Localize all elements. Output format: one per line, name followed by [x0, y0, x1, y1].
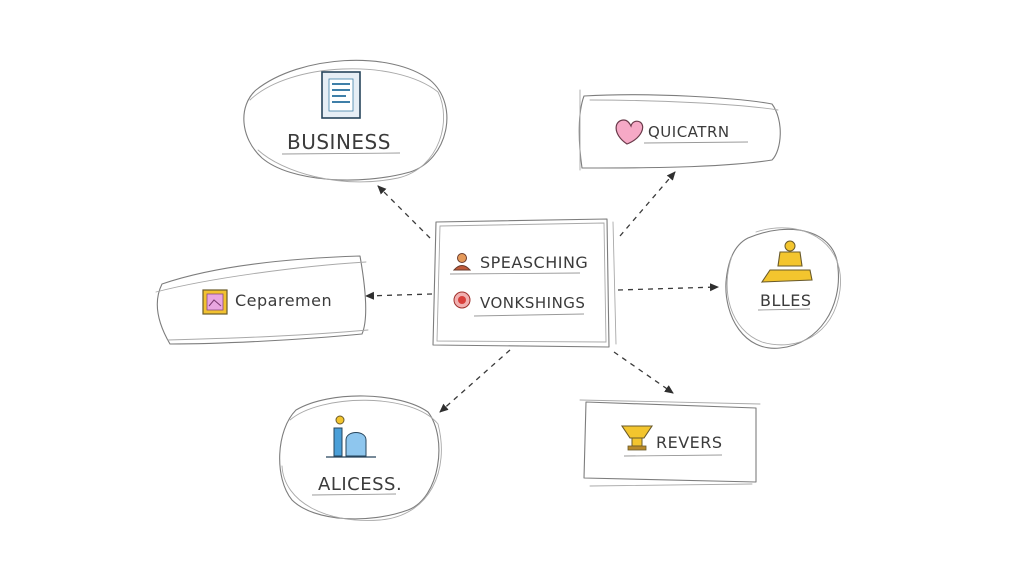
node-label: QUICATRN — [648, 123, 730, 141]
node-alicess[interactable]: ALICESS. — [279, 395, 442, 521]
center-item-label: SPEASCHING — [480, 253, 588, 272]
picture-frame-icon — [202, 289, 228, 315]
target-icon — [453, 291, 471, 309]
arrow-to-revers — [613, 351, 674, 394]
node-quicatrn[interactable]: QUICATRN — [578, 89, 781, 171]
gift-icon — [620, 425, 654, 451]
node-revers[interactable]: REVERS — [579, 399, 761, 487]
trophy-icon — [760, 240, 813, 283]
arrow-to-business — [377, 185, 431, 239]
arrow-to-quicatrn — [619, 171, 676, 237]
arrow-to-blles — [617, 283, 719, 292]
connectors — [365, 171, 719, 413]
node-label: ALICESS. — [318, 474, 402, 495]
node-label: BLLES — [760, 291, 812, 310]
center-item-label: VONKSHINGS — [480, 294, 585, 312]
arrow-to-alicess — [439, 349, 511, 413]
center-node[interactable]: SPEASCHING VONKSHINGS — [432, 218, 617, 348]
arrow-to-ceparemen — [365, 291, 433, 300]
document-icon — [321, 71, 361, 119]
people-icon — [326, 415, 376, 458]
heart-icon — [615, 119, 644, 145]
node-blles[interactable]: BLLES — [725, 227, 841, 349]
node-business[interactable]: BUSINESS — [243, 59, 448, 183]
node-label: REVERS — [656, 433, 723, 452]
person-icon — [452, 253, 472, 271]
node-label: Ceparemen — [235, 291, 332, 310]
node-ceparemen[interactable]: Ceparemen — [155, 255, 369, 345]
node-label: BUSINESS — [287, 130, 391, 154]
